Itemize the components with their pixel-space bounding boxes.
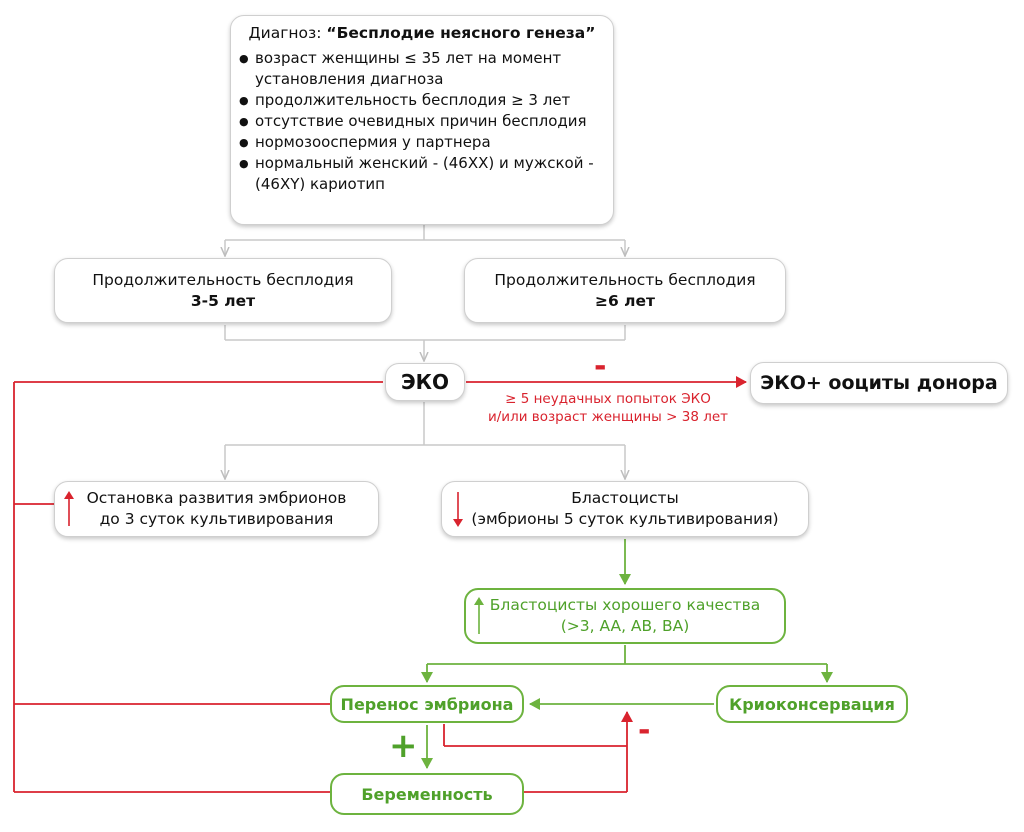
up-arrow-icon bbox=[474, 597, 484, 634]
donor-condition-note: ≥ 5 неудачных попыток ЭКО и/или возраст … bbox=[487, 391, 729, 425]
down-arrow-icon bbox=[453, 492, 463, 527]
diagnosis-box: Диагноз: “Бесплодие неясного генеза” воз… bbox=[230, 15, 614, 225]
cryopreservation-box: Криоконсервация bbox=[716, 685, 908, 723]
blastocysts-box: Бластоцисты (эмбрионы 5 суток культивиро… bbox=[441, 481, 809, 537]
criterion-duration: продолжительность бесплодия ≥ 3 лет bbox=[239, 90, 603, 111]
criterion-no-causes: отсутствие очевидных причин бесплодия bbox=[239, 111, 603, 132]
pregnancy-box: Беременность bbox=[330, 773, 524, 815]
good-blastocysts-box: Бластоцисты хорошего качества (>3, AA, A… bbox=[464, 588, 786, 644]
ivf-box: ЭКО bbox=[385, 363, 465, 401]
donor-minus-sign: - bbox=[594, 349, 607, 384]
up-arrow-icon bbox=[64, 491, 74, 526]
criterion-age: возраст женщины ≤ 35 лет на момент устан… bbox=[239, 48, 603, 90]
criterion-normozoospermia: нормозооспермия у партнера bbox=[239, 132, 603, 153]
duration-long-box: Продолжительность бесплодия ≥6 лет bbox=[464, 258, 786, 323]
diagnosis-criteria-list: возраст женщины ≤ 35 лет на момент устан… bbox=[239, 48, 603, 195]
ivf-donor-box: ЭКО+ ооциты донора bbox=[750, 362, 1008, 404]
plus-sign: + bbox=[389, 726, 418, 766]
duration-short-box: Продолжительность бесплодия 3-5 лет bbox=[54, 258, 392, 323]
criterion-karyotype: нормальный женский - (46XX) и мужской - … bbox=[239, 153, 603, 195]
embryo-arrest-box: Остановка развития эмбрионов до 3 суток … bbox=[54, 481, 379, 537]
green-connectors bbox=[421, 539, 833, 769]
minus-sign: - bbox=[638, 713, 651, 748]
red-connectors bbox=[13, 376, 747, 793]
diagnosis-title: Диагноз: “Бесплодие неясного генеза” bbox=[248, 24, 596, 42]
embryo-transfer-box: Перенос эмбриона bbox=[330, 685, 524, 723]
